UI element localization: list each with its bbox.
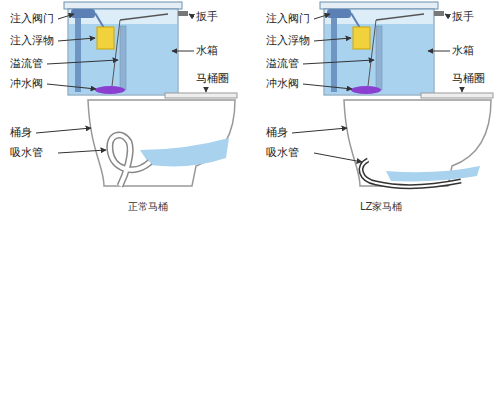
leader-line <box>58 150 106 153</box>
part-label: 溢流管 <box>266 57 299 71</box>
part-label: 扳手 <box>196 10 218 24</box>
part-label: 注入阀门 <box>10 12 54 26</box>
lz-toilet <box>292 2 493 187</box>
part-label: 注入阀门 <box>266 12 310 26</box>
part-label: 水箱 <box>196 44 218 58</box>
siphon-pipe <box>110 135 150 186</box>
bowl-water <box>386 166 480 181</box>
part-label: 水箱 <box>452 44 474 58</box>
part-label: 吸水管 <box>266 146 299 160</box>
part-label: 马桶圈 <box>196 72 229 86</box>
siphon-pipe <box>361 160 461 187</box>
caption: LZ家马桶 <box>360 200 402 214</box>
part-label: 吸水管 <box>10 146 43 160</box>
leader-line <box>314 153 362 162</box>
part-label: 冲水阀 <box>10 77 43 91</box>
part-label: 马桶圈 <box>452 72 485 86</box>
normal-toilet <box>36 2 237 186</box>
part-label: 扳手 <box>452 10 474 24</box>
toilet-body <box>292 2 493 186</box>
caption: 正常马桶 <box>128 200 168 214</box>
toilet-body <box>36 2 237 186</box>
part-label: 桶身 <box>10 126 32 140</box>
part-label: 注入浮物 <box>266 34 310 48</box>
bowl-water <box>140 138 229 166</box>
part-label: 桶身 <box>266 126 288 140</box>
siphon-pipe <box>110 135 150 186</box>
siphon-pipe <box>361 160 461 187</box>
part-label: 冲水阀 <box>266 77 299 91</box>
part-label: 溢流管 <box>10 57 43 71</box>
part-label: 注入浮物 <box>10 34 54 48</box>
